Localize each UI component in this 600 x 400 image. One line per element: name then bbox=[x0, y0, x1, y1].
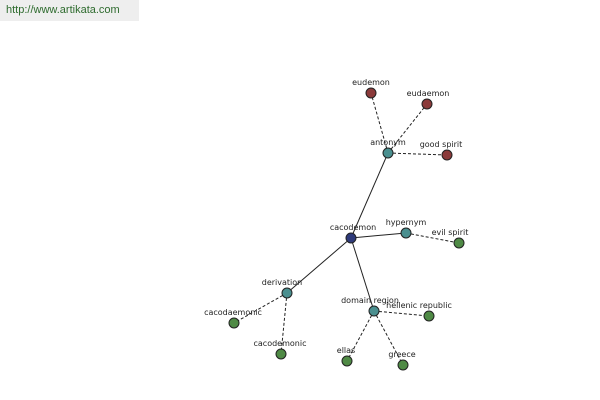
edge-cacodemon-hypernym bbox=[350, 232, 407, 239]
node-evil-spirit[interactable] bbox=[453, 237, 465, 249]
node-eudemon[interactable] bbox=[365, 87, 377, 99]
site-url-watermark: http://www.artikata.com bbox=[0, 0, 139, 21]
node-hellenic-republic[interactable] bbox=[423, 310, 435, 322]
node-derivation[interactable] bbox=[281, 287, 293, 299]
label-eudaemon: eudaemon bbox=[407, 89, 450, 98]
edge-hypernym-evil-spirit bbox=[405, 232, 460, 244]
label-cacodaemonic: cacodaemonic bbox=[204, 308, 262, 317]
edge-domain-region-ellas bbox=[346, 310, 375, 362]
label-cacodemon: cacodemon bbox=[330, 223, 376, 232]
label-derivation: derivation bbox=[262, 278, 302, 287]
edge-cacodemon-derivation bbox=[286, 237, 352, 294]
label-eudemon: eudemon bbox=[352, 78, 390, 87]
edge-cacodemon-antonym bbox=[350, 152, 389, 239]
edge-derivation-cacodaemonic bbox=[233, 292, 288, 324]
node-greece[interactable] bbox=[397, 359, 409, 371]
label-cacodemonic: cacodemonic bbox=[254, 339, 307, 348]
label-antonym: antonym bbox=[370, 138, 406, 147]
node-hypernym[interactable] bbox=[400, 227, 412, 239]
graph-nodes bbox=[228, 87, 465, 371]
node-domain-region[interactable] bbox=[368, 305, 380, 317]
node-cacodemonic[interactable] bbox=[275, 348, 287, 360]
edge-domain-region-greece bbox=[373, 310, 404, 366]
label-domain-region: domain region bbox=[341, 296, 399, 305]
label-evil-spirit: evil spirit bbox=[432, 228, 469, 237]
label-hypernym: hypernym bbox=[386, 218, 427, 227]
graph-labels: eudemon eudaemon good spirit evil spirit cac… bbox=[204, 78, 468, 359]
node-eudaemon[interactable] bbox=[421, 98, 433, 110]
edge-domain-region-hellenic-republic bbox=[373, 310, 430, 317]
node-good-spirit[interactable] bbox=[441, 149, 453, 161]
node-ellas[interactable] bbox=[341, 355, 353, 367]
edge-antonym-eudaemon bbox=[387, 103, 428, 154]
label-ellas: ellas bbox=[337, 346, 355, 355]
label-good-spirit: good spirit bbox=[420, 140, 463, 149]
node-antonym[interactable] bbox=[382, 147, 394, 159]
edge-antonym-good-spirit bbox=[387, 152, 448, 156]
label-hellenic-republic: hellenic republic bbox=[386, 301, 452, 310]
edge-cacodemon-domain-region bbox=[350, 237, 375, 312]
edge-antonym-eudemon bbox=[370, 92, 389, 154]
edge-derivation-cacodemonic bbox=[280, 292, 288, 355]
label-greece: greece bbox=[388, 350, 415, 359]
graph-edges bbox=[233, 92, 460, 366]
node-cacodemon[interactable] bbox=[345, 232, 357, 244]
node-cacodaemonic[interactable] bbox=[228, 317, 240, 329]
